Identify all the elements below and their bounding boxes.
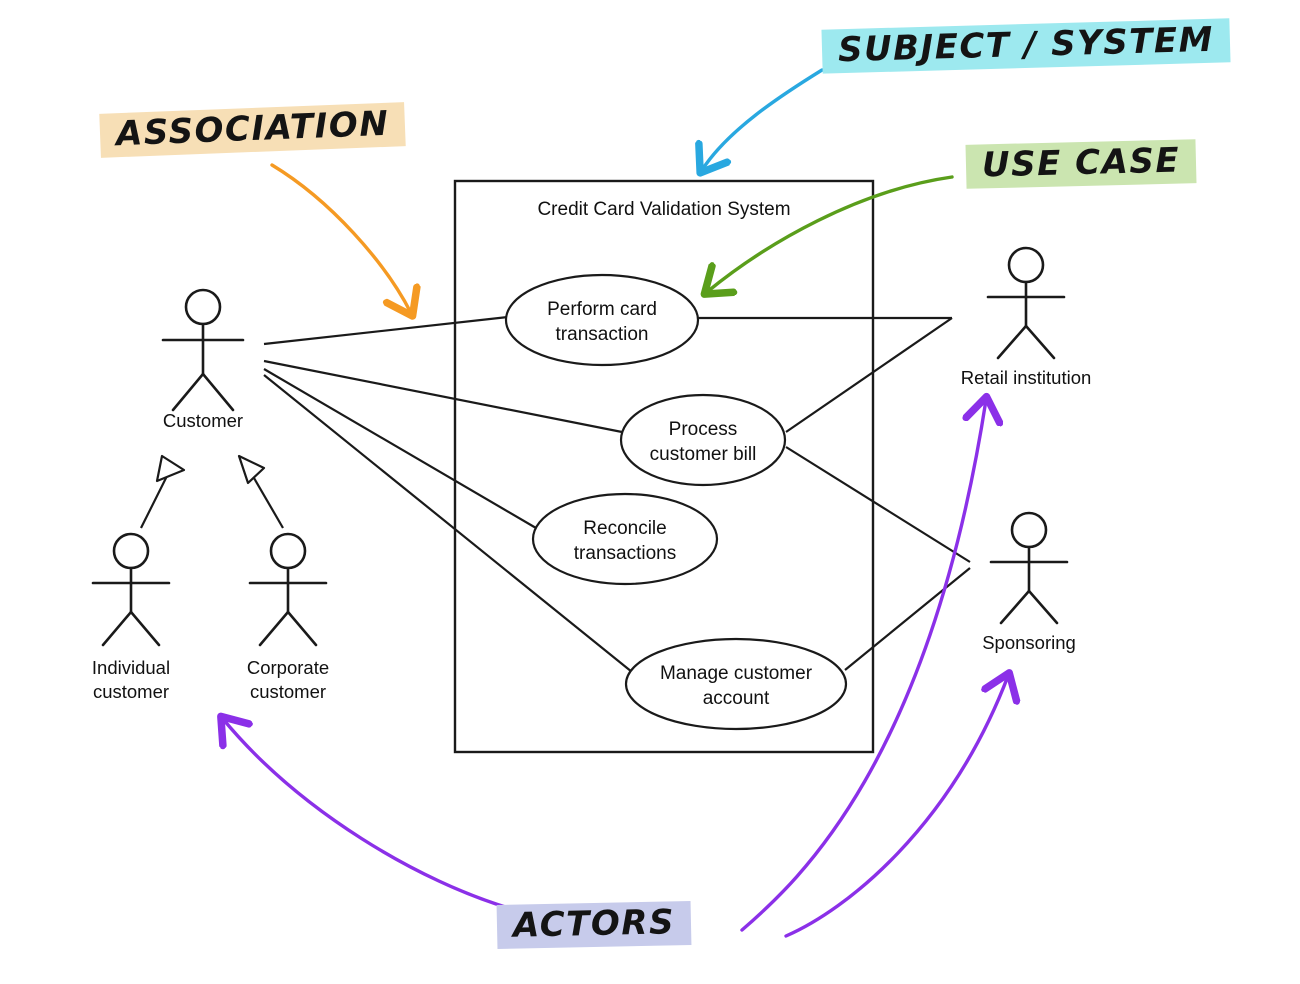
use-case-label: transaction xyxy=(556,324,649,345)
use-case-process-customer-bill[interactable]: Process customer bill xyxy=(619,393,787,487)
use-case-label: account xyxy=(703,688,770,709)
actor-label: Customer xyxy=(163,410,243,431)
actor-label: Corporate xyxy=(247,657,329,678)
actor-label: Individual xyxy=(92,657,170,678)
use-case-label: Manage customer xyxy=(660,663,813,684)
actor-label: Retail institution xyxy=(961,367,1092,388)
association-manage-customer-account-sponsoring xyxy=(844,567,971,671)
annotation-label-use-case: USE CASE xyxy=(965,139,1197,189)
annotation-arrow-actors-retail xyxy=(740,400,986,932)
annotation-arrow-actors-sponsoring xyxy=(784,676,1008,938)
annotation-arrow-subject-system xyxy=(702,68,824,170)
actor-customer[interactable]: Customer xyxy=(161,288,245,431)
association-process-customer-bill-retail-institution xyxy=(785,317,953,433)
system-boundary-box: Credit Card Validation System xyxy=(453,179,875,754)
association-process-customer-bill-sponsoring xyxy=(785,446,971,563)
actor-label: customer xyxy=(250,681,326,702)
annotation-label-actors: ACTORS xyxy=(496,900,692,950)
use-case-reconcile-transactions[interactable]: Reconcile transactions xyxy=(531,492,719,586)
use-case-perform-card-transaction[interactable]: Perform card transaction xyxy=(504,273,700,367)
actor-sponsoring[interactable]: Sponsoring xyxy=(982,511,1076,653)
annotation-arrow-use-case xyxy=(707,175,954,292)
actor-individual-customer[interactable]: Individual customer xyxy=(91,532,171,702)
annotation-arrow-association xyxy=(270,163,411,313)
generalization-triangle-corporate xyxy=(237,454,266,485)
actor-corporate-customer[interactable]: Corporate customer xyxy=(247,532,329,702)
use-case-label: transactions xyxy=(574,543,676,564)
use-case-label: customer bill xyxy=(650,444,757,465)
use-case-label: Perform card xyxy=(547,299,657,320)
system-title: Credit Card Validation System xyxy=(537,199,790,220)
association-customer-process-customer-bill xyxy=(263,359,623,434)
generalization-triangle-individual xyxy=(155,454,186,483)
association-customer-perform-card-transaction xyxy=(263,315,509,346)
generalization-corporate-customer xyxy=(253,477,284,529)
association-customer-reconcile-transactions xyxy=(263,368,537,529)
association-customer-manage-customer-account xyxy=(263,374,633,673)
actor-label: customer xyxy=(93,681,169,702)
annotation-arrow-actors-individual xyxy=(223,719,514,911)
association-lines xyxy=(263,315,971,673)
actor-retail-institution[interactable]: Retail institution xyxy=(961,246,1092,388)
use-case-label: Reconcile xyxy=(583,518,666,539)
generalization-individual-customer xyxy=(140,475,168,529)
actor-label: Sponsoring xyxy=(982,632,1076,653)
generalization-arrows xyxy=(140,454,284,529)
use-case-label: Process xyxy=(669,419,738,440)
use-case-manage-customer-account[interactable]: Manage customer account xyxy=(624,637,848,731)
